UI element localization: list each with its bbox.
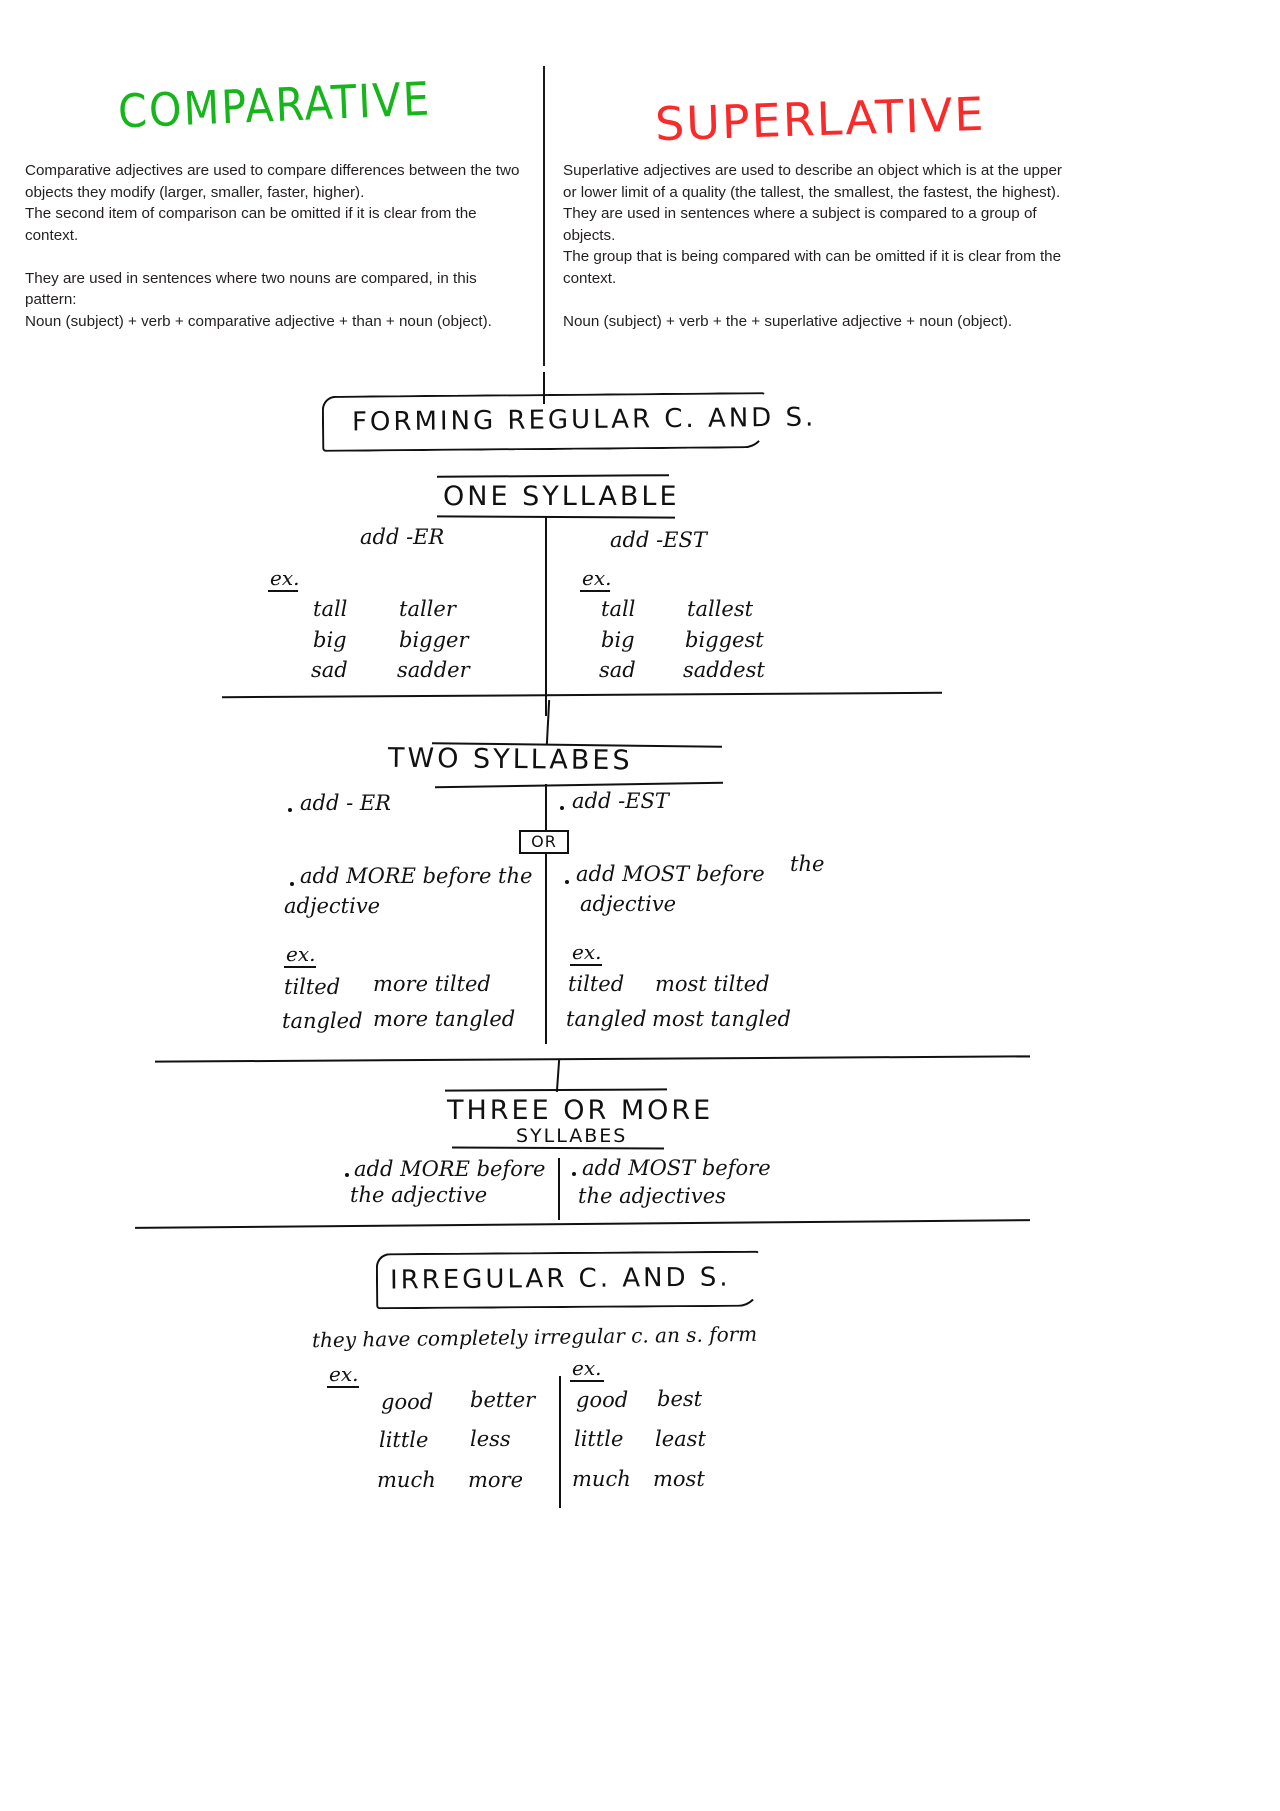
two-syllables-column-divider (545, 784, 547, 1044)
example-form: more tangled (373, 1007, 516, 1031)
irregular-comparative-ex-label: ex. (329, 1362, 359, 1386)
example-base: tall (313, 597, 348, 621)
three-or-more-comparative-rule-line2: the adjective (350, 1183, 488, 1207)
example-form: best (657, 1387, 703, 1411)
superlative-description: Superlative adjectives are used to descr… (563, 162, 1062, 330)
example-base: little (379, 1428, 429, 1452)
or-badge: OR (519, 830, 569, 854)
two-syllables-superlative-rule-1: add -EST (572, 789, 669, 813)
ex-underline-3 (284, 966, 316, 968)
example-form: sadder (397, 658, 470, 682)
irregular-superlative-ex-label: ex. (572, 1356, 602, 1380)
ex-underline-4 (570, 964, 602, 966)
two-syllables-comparative-ex-label: ex. (286, 942, 316, 966)
three-or-more-title-line2: SYLLABES (516, 1125, 628, 1147)
example-base: tall (601, 597, 636, 621)
example-form: taller (399, 597, 456, 621)
three-or-more-column-divider (558, 1158, 560, 1220)
one-syllable-rule-bottom (436, 515, 676, 519)
forming-regular-title: FORMING REGULAR C. AND S. (351, 402, 817, 438)
example-base: little (574, 1427, 624, 1451)
example-base: big (313, 628, 347, 652)
irregular-title: IRREGULAR C. AND S. (389, 1262, 731, 1296)
three-or-more-superlative-rule-line2: the adjectives (578, 1184, 726, 1208)
one-syllable-rule-top (436, 474, 670, 478)
one-syllable-superlative-rule: add -EST (610, 528, 707, 552)
three-or-more-rule-bottom (451, 1146, 665, 1150)
three-or-more-title-line1: THREE OR MORE (447, 1095, 714, 1126)
example-base: sad (311, 658, 348, 682)
two-syllables-superlative-ex-label: ex. (572, 940, 602, 964)
bullet (290, 882, 294, 886)
irregular-column-divider (559, 1376, 561, 1508)
bullet (565, 880, 569, 884)
one-syllable-comparative-rule: add -ER (360, 525, 445, 549)
example-base: good (576, 1388, 629, 1412)
two-syllables-superlative-rule-2-tail: the (790, 852, 825, 876)
example-form: least (655, 1427, 706, 1451)
two-syllables-comparative-rule-1: add - ER (300, 791, 391, 815)
two-syllables-comparative-rule-2-line2: adjective (284, 894, 381, 918)
ex-underline-1 (268, 590, 298, 592)
example-base: tangled (282, 1009, 363, 1033)
three-or-more-superlative-rule-line1: add MOST before (582, 1156, 771, 1180)
column-divider (543, 66, 545, 366)
example-base: tilted (568, 972, 625, 996)
example-form: bigger (399, 628, 469, 652)
comparative-heading: COMPARATIVE (117, 71, 433, 139)
example-base: sad (599, 658, 636, 682)
connector-line-three-syllables (555, 1059, 561, 1093)
example-base: tilted (284, 975, 341, 999)
example-form: more (468, 1468, 524, 1492)
two-syllables-title: TWO SYLLABES (387, 742, 633, 777)
ex-underline-2 (580, 590, 610, 592)
two-syllables-superlative-rule-2: add MOST before (576, 862, 765, 886)
example-form: most tangled (652, 1007, 791, 1031)
example-base: much (377, 1468, 436, 1492)
example-base: big (601, 628, 635, 652)
bullet (572, 1172, 576, 1176)
example-form: more tilted (373, 972, 491, 996)
example-form: less (470, 1427, 511, 1451)
one-syllable-column-divider (545, 516, 547, 716)
one-syllable-title: ONE SYLLABLE (443, 481, 680, 512)
example-form: most tilted (655, 972, 770, 996)
ex-underline-5 (327, 1386, 359, 1388)
three-or-more-comparative-rule-line1: add MORE before (354, 1157, 546, 1181)
example-base: good (381, 1390, 434, 1414)
bullet (345, 1173, 349, 1177)
example-base: tangled (566, 1007, 647, 1031)
connector-line-forming (543, 372, 545, 404)
example-base: much (572, 1467, 631, 1491)
one-syllable-comparative-ex-label: ex. (270, 566, 300, 590)
bullet (288, 808, 292, 812)
two-syllables-comparative-rule-2: add MORE before the (300, 864, 533, 888)
section-separator-3 (135, 1219, 1030, 1229)
superlative-heading: SUPERLATIVE (654, 86, 987, 152)
example-form: saddest (683, 658, 765, 682)
section-separator-1 (222, 691, 942, 699)
two-syllables-rule-bottom (435, 781, 723, 789)
example-form: biggest (685, 628, 764, 652)
one-syllable-superlative-ex-label: ex. (582, 566, 612, 590)
example-form: tallest (687, 597, 754, 621)
example-form: better (470, 1388, 536, 1412)
section-separator-2 (155, 1055, 1030, 1063)
bullet (560, 806, 564, 810)
example-form: most (653, 1467, 705, 1491)
irregular-note: they have completely irregular c. an s. … (311, 1321, 758, 1353)
comparative-description: Comparative adjectives are used to compa… (25, 162, 520, 330)
ex-underline-6 (570, 1380, 604, 1382)
two-syllables-superlative-rule-2-line2: adjective (580, 892, 677, 916)
